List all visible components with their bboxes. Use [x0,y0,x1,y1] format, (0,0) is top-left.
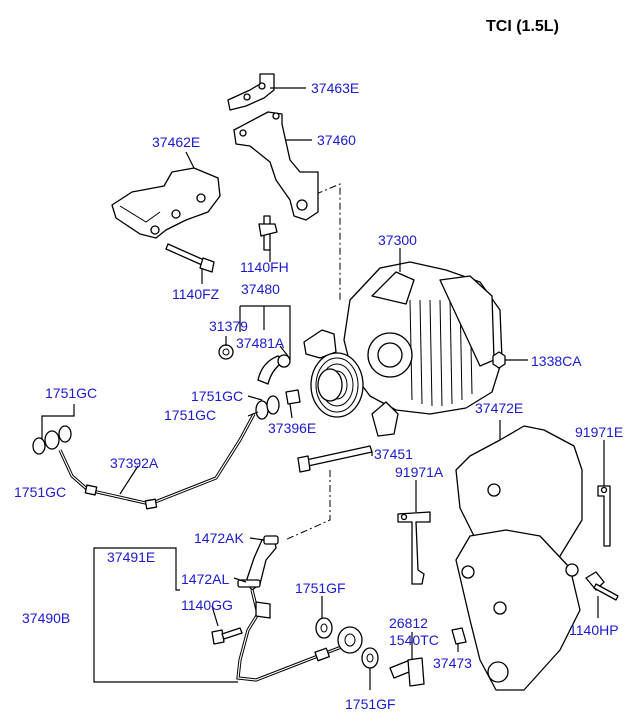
bolt-37451 [297,445,373,473]
washer-1751GF-top [315,617,333,639]
pipe-37392A [32,413,256,510]
bracket-37460 [233,111,319,221]
bolt-1140HP [585,571,619,601]
label-1751GC-mid1: 1751GC [191,388,243,404]
bolt-1140FZ [165,243,215,273]
label-1751GC-left: 1751GC [14,484,66,500]
label-1140GG: 1140GG [181,597,233,613]
label-37473: 37473 [433,655,472,671]
label-1472AK: 1472AK [194,530,244,546]
label-37462E: 37462E [152,134,200,150]
clip-91971E [597,485,611,547]
label-37396E: 37396E [268,420,316,436]
diagram-title: TCI (1.5L) [486,18,559,35]
label-37463E: 37463E [311,80,359,96]
label-26812: 26812 [389,615,428,631]
label-1338CA: 1338CA [531,353,582,369]
label-37451: 37451 [374,446,413,462]
label-37490B: 37490B [22,610,70,626]
label-1472AL: 1472AL [181,571,229,587]
label-1140HP: 1140HP [569,622,619,638]
label-37300: 37300 [378,232,417,248]
bolt-1140FH [258,215,278,251]
label-91971A: 91971A [395,464,444,480]
label-37392A: 37392A [110,455,159,471]
hose-37480 [218,344,291,385]
label-1140FH: 1140FH [240,259,289,275]
bolt-1140GG [211,627,243,645]
washer-1751GF-bottom [361,647,379,669]
pipe-37490B [236,589,363,682]
label-37491E: 37491E [107,549,155,565]
nut-1338CA [492,351,506,369]
clip-91971A [397,511,431,585]
part-labels: 37463E 37460 37462E 37300 1140FH 1140FZ … [14,80,623,712]
label-37472E: 37472E [475,400,523,416]
center-lines [284,183,341,541]
bolt-26812 [389,657,425,687]
leader-lines [41,87,605,690]
label-1140FZ: 1140FZ [172,286,220,302]
label-37481A: 37481A [236,335,285,351]
label-1751GF-bottom: 1751GF [345,696,396,712]
union-37396E [255,389,301,420]
bracket-37463E [227,73,275,111]
bracket-37462E [111,167,221,239]
pulley [310,352,364,418]
label-91971E: 91971E [575,424,623,440]
label-31379: 31379 [209,318,248,334]
label-37460: 37460 [317,132,356,148]
alternator-37300 [303,261,503,437]
label-1751GC-top: 1751GC [45,385,97,401]
bushing-37473 [451,627,467,645]
label-1751GF-top: 1751GF [295,580,346,596]
bracket-37472E [455,425,583,691]
label-1540TC: 1540TC [389,632,439,648]
label-1751GC-mid2: 1751GC [164,407,216,423]
label-37480: 37480 [241,281,280,297]
